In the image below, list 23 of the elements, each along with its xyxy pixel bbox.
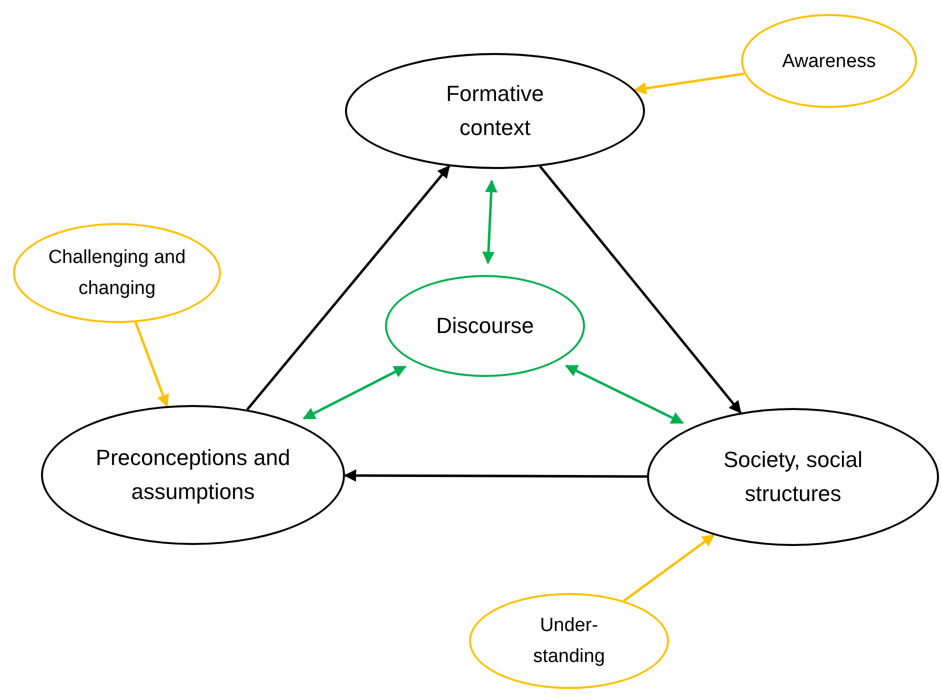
arrow xyxy=(539,166,742,414)
node-label: Discourse xyxy=(435,312,535,340)
ellipse-node xyxy=(41,405,345,545)
arrow xyxy=(344,469,647,482)
ellipse-node xyxy=(741,14,917,108)
arrow xyxy=(246,165,450,410)
node-label: Formative context xyxy=(445,80,545,142)
node-label: Awareness xyxy=(781,50,877,74)
ellipse-node xyxy=(647,408,939,546)
arrow xyxy=(482,180,498,264)
ellipse-node xyxy=(345,53,645,169)
arrow xyxy=(134,322,169,408)
node-label: Preconceptions and assumptions xyxy=(94,444,292,506)
node-label: Society, social structures xyxy=(722,446,864,508)
arrow xyxy=(302,366,407,420)
ellipse-node xyxy=(13,223,221,323)
node-label: Under- standing xyxy=(532,614,606,669)
arrow xyxy=(634,72,744,95)
arrow xyxy=(564,364,684,424)
node-label: Challenging and changing xyxy=(47,246,187,301)
ellipse-node xyxy=(469,593,669,689)
arrow xyxy=(623,534,715,602)
ellipse-node xyxy=(385,275,585,377)
